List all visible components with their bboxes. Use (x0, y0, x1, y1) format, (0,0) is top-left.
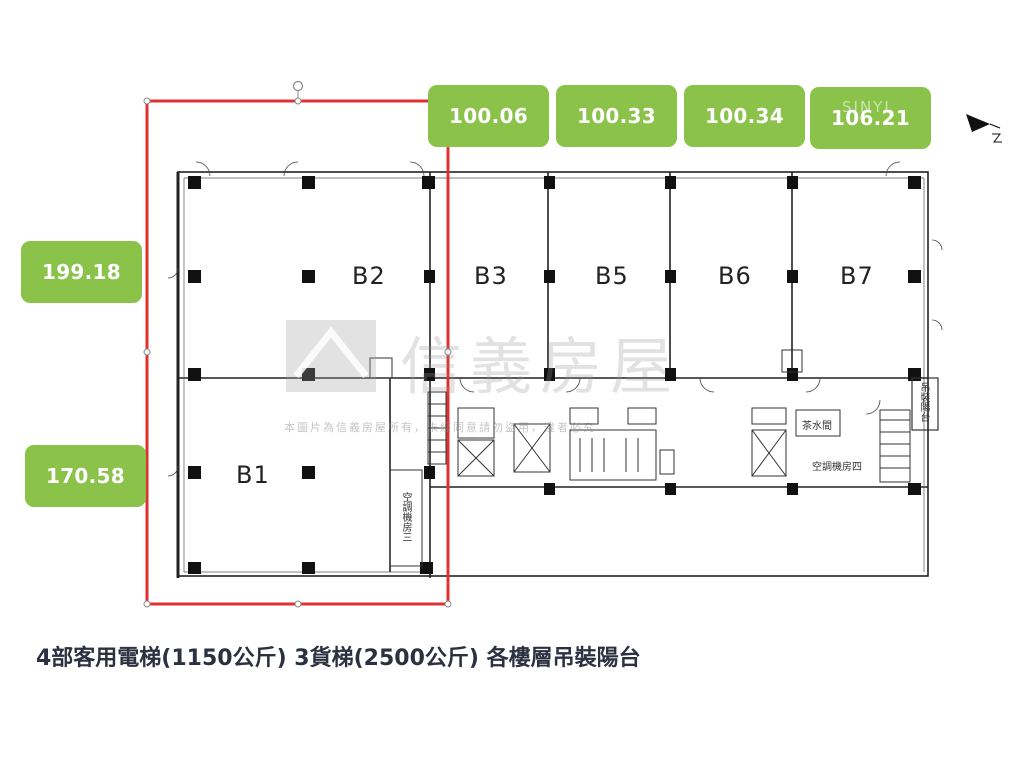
north-arrow-icon (966, 114, 1002, 143)
ac-room-4-label: 空調機房四 (812, 462, 862, 473)
selection-frame[interactable] (143, 80, 452, 608)
room-label-b1: B1 (236, 461, 270, 489)
watermark-notice: 本圖片為信義房屋所有，未經同意請勿盜用，違者必究 (284, 421, 596, 434)
columns (188, 176, 921, 574)
ac-room-3-label: 空調機房三 (400, 492, 411, 542)
area-badge-b7: 106.21 (810, 87, 931, 149)
watermark-brand: 信義房屋 (400, 330, 681, 403)
watermark-logo-icon (286, 320, 376, 392)
pantry-label: 茶水間 (802, 421, 832, 432)
room-label-b7: B7 (840, 262, 874, 290)
door-swings (167, 161, 943, 477)
room-label-b6: B6 (718, 262, 752, 290)
caption-text: 4部客用電梯(1150公斤) 3貨梯(2500公斤) 各樓層吊裝陽台 (36, 646, 641, 671)
room-label-b3: B3 (474, 262, 508, 290)
area-badge-b5: 100.33 (556, 85, 677, 147)
area-badge-b1: 170.58 (25, 445, 146, 507)
room-label-b2: B2 (352, 262, 386, 290)
building-walls (176, 171, 929, 578)
area-badge-b2: 199.18 (21, 241, 142, 303)
area-badge-b3: 100.06 (428, 85, 549, 147)
area-badge-b6: 100.34 (684, 85, 805, 147)
service-core (369, 349, 939, 567)
room-label-b5: B5 (595, 262, 629, 290)
balcony-label: 吊裝陽台 (918, 382, 929, 422)
sinyi-logo-icon: SINYI (842, 98, 891, 116)
